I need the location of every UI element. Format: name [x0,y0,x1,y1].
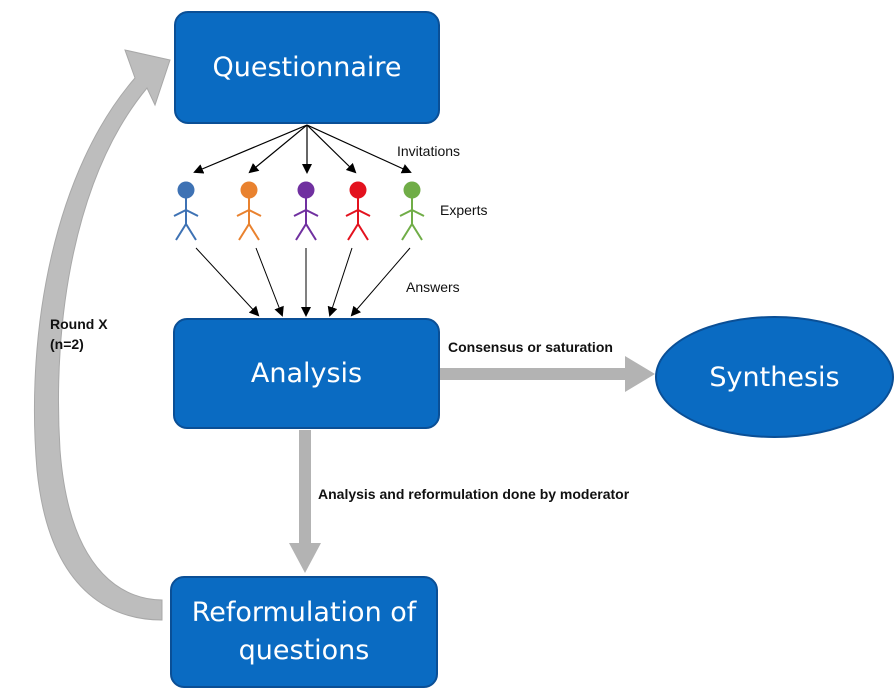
questionnaire-node: Questionnaire [174,11,440,124]
expert-body [399,198,425,241]
expert-body [293,198,319,241]
expert-head [240,181,258,199]
answer-arrow [195,247,260,317]
invitation-arrow [248,124,308,174]
experts-group [173,181,425,241]
expert-figure [399,181,425,241]
expert-body [173,198,199,241]
consensus-label: Consensus or saturation [448,339,613,355]
expert-figure [236,181,262,241]
invitations-label: Invitations [397,143,461,159]
consensus-arrow [440,356,655,392]
reformulation-node: Reformulation of questions [170,576,438,688]
expert-head [349,181,367,199]
questionnaire-label: Questionnaire [212,52,402,83]
invitation-arrow [193,124,308,174]
round-label-line2: (n=2) [50,336,84,352]
invitation-arrow [306,124,412,174]
expert-figure [293,181,319,241]
answer-arrow [327,247,353,317]
expert-head [297,181,315,199]
expert-body [345,198,371,241]
answer-arrow [255,247,284,317]
answer-arrow [350,247,411,317]
answers-label: Answers [406,279,460,295]
moderator-label: Analysis and reformulation done by moder… [318,486,630,502]
analysis-node: Analysis [173,318,440,429]
expert-figure [173,181,199,241]
experts-label: Experts [440,202,488,218]
expert-head [403,181,421,199]
round-loop-arrow [33,49,171,621]
invitation-arrow [306,124,357,174]
round-label-line1: Round X [50,316,108,332]
synthesis-label: Synthesis [709,361,840,393]
synthesis-node: Synthesis [655,316,894,438]
reformulation-label-line1: Reformulation of [191,597,417,628]
reformulation-label-line2: questions [238,635,370,666]
expert-body [236,198,262,241]
analysis-label: Analysis [250,358,363,389]
answer-arrows [195,247,411,317]
invitation-arrows [193,124,412,174]
expert-head [177,181,195,199]
moderator-arrow [289,430,321,573]
expert-figure [345,181,371,241]
